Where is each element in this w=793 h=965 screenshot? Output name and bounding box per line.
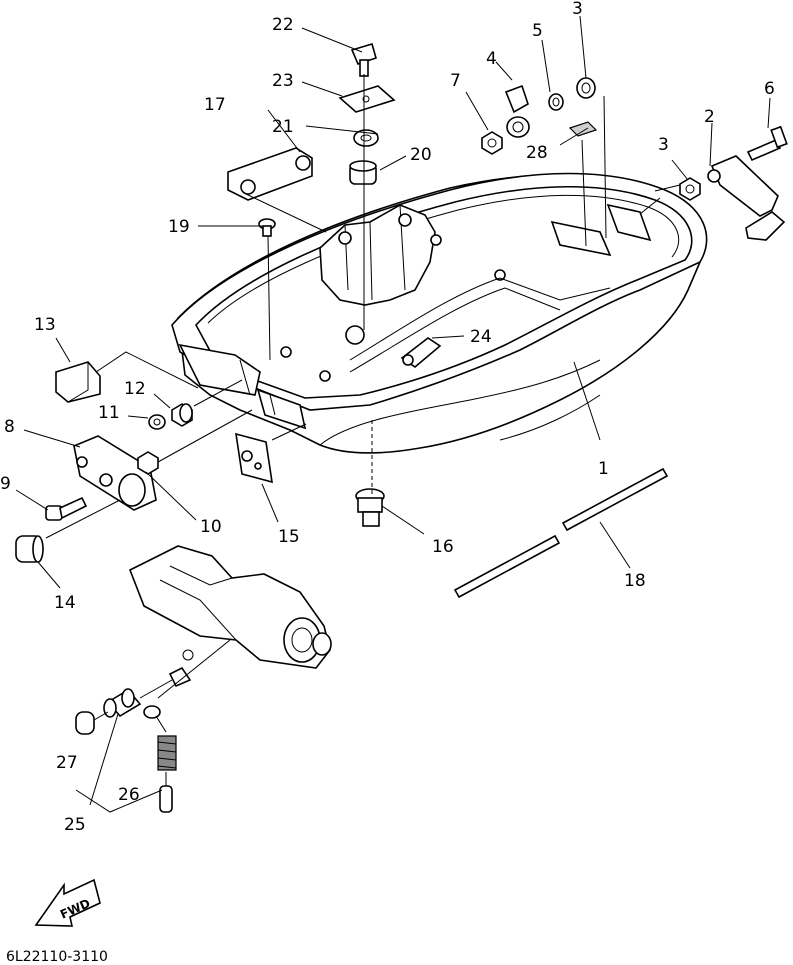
cap-27 [75,711,95,735]
holder-15 [235,432,273,484]
nut-3-right [679,177,701,201]
callout-22: 22 [272,15,294,35]
callout-15: 15 [278,527,300,547]
callout-8: 8 [4,417,15,437]
grommet-12 [171,403,193,427]
callouts: 1 2 3 3 4 5 6 7 8 9 10 11 12 13 14 15 16… [0,0,775,835]
callout-28: 28 [526,143,548,163]
washer-11 [148,414,166,430]
nut-10 [137,451,159,475]
callout-4: 4 [486,49,497,69]
plug-14 [15,535,44,563]
washer-21 [353,129,379,147]
bottom-cowling [171,172,708,454]
callout-1: 1 [598,459,609,479]
callout-12: 12 [124,379,146,399]
callout-11: 11 [98,403,120,423]
plate-8 [73,435,157,511]
callout-5: 5 [532,21,543,41]
callout-20: 20 [410,145,432,165]
washer-5 [548,93,564,111]
drain-plug-16 [355,488,385,527]
callout-7: 7 [450,71,461,91]
fwd-arrow-icon: FWD [34,878,101,927]
connector-25 [103,649,194,718]
callout-18: 18 [624,571,646,591]
leader-lines [15,15,771,813]
callout-9: 9 [0,474,11,494]
screw-19 [258,218,276,237]
callout-27: 27 [56,753,78,773]
bolt-9 [45,496,88,521]
callout-23: 23 [272,71,294,91]
bolt-22 [350,43,377,77]
callout-26: 26 [118,785,140,805]
callout-25: 25 [64,815,86,835]
spring-26 [143,705,177,813]
callout-2: 2 [704,107,715,127]
callout-10: 10 [200,517,222,537]
callout-3-right: 3 [658,135,669,155]
callout-14: 14 [54,593,76,613]
bracket-17 [227,147,313,201]
bolt-6 [746,125,788,162]
cap-13 [55,361,101,403]
callout-19: 19 [168,217,190,237]
callout-6: 6 [764,79,775,99]
plate-23 [338,85,396,113]
rod-18 [453,467,669,599]
callout-16: 16 [432,537,454,557]
pad-28 [568,121,598,137]
callout-3-top: 3 [572,0,583,19]
callout-17: 17 [204,95,226,115]
callout-24: 24 [470,327,492,347]
grommet-20 [349,160,377,185]
diagram-code: 6L22110-3110 [6,949,108,965]
fuel-tank-assembly [128,545,332,669]
bracket-2 [707,155,786,241]
washer-3-top [576,77,596,99]
nut-7 [481,131,503,155]
bracket-4 [504,84,530,138]
callout-21: 21 [272,117,294,137]
callout-13: 13 [34,315,56,335]
